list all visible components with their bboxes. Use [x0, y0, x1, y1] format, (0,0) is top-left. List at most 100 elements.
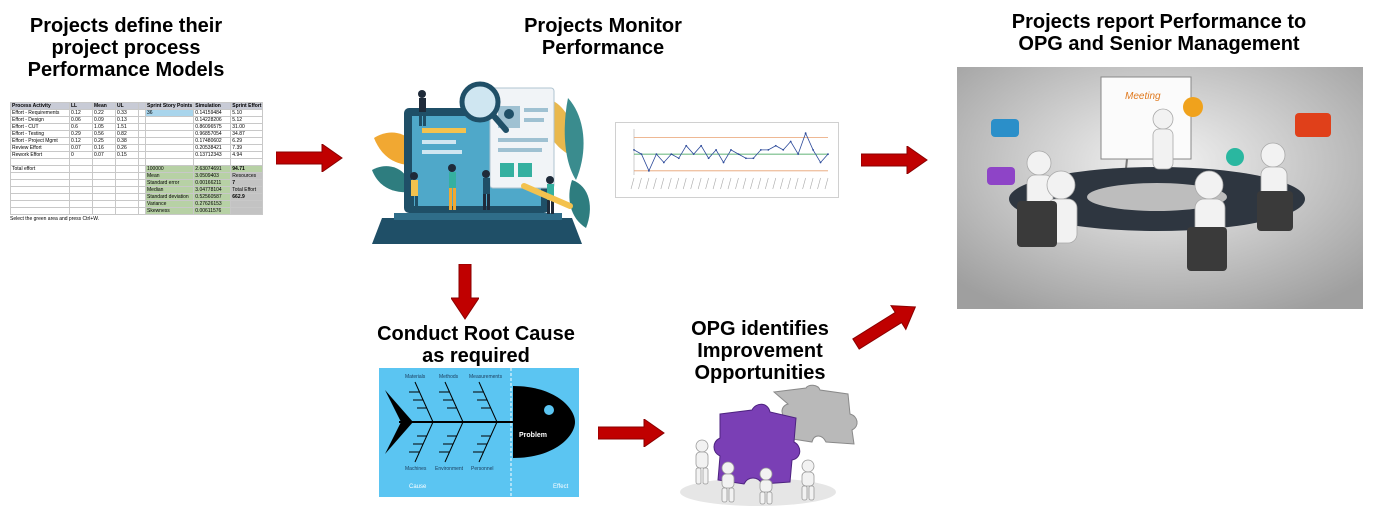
x-tick — [660, 177, 665, 190]
title-line: Improvement — [697, 340, 823, 362]
spreadsheet-cell — [115, 207, 139, 215]
data-point — [789, 140, 792, 143]
spreadsheet-cell: 0.12 — [69, 137, 93, 145]
data-point — [655, 153, 658, 155]
laptop-monitoring-illustration — [372, 81, 590, 244]
spreadsheet-cell — [138, 186, 146, 194]
fish-eye-icon — [544, 405, 554, 415]
data-point — [715, 149, 717, 151]
spreadsheet-cell — [92, 193, 116, 201]
spreadsheet-cell — [138, 193, 146, 201]
x-tick — [802, 177, 806, 190]
x-tick — [653, 177, 657, 190]
data-point — [707, 157, 710, 160]
doc-line — [524, 118, 544, 122]
data-point — [782, 149, 785, 151]
title-line: Projects Monitor — [524, 15, 682, 37]
data-point — [700, 144, 703, 147]
spreadsheet-cell: 100000 — [144, 165, 195, 173]
spreadsheet-cell — [230, 207, 264, 215]
leaf-decoration — [564, 98, 584, 180]
spreadsheet-cell: 3.0509403 — [193, 172, 232, 180]
data-point — [670, 153, 673, 155]
purple-puzzle-piece — [713, 403, 801, 485]
data-point — [692, 153, 695, 155]
spreadsheet-cell — [115, 179, 139, 187]
x-tick — [824, 177, 829, 190]
fishbone-label-materials: Materials — [405, 374, 426, 380]
spreadsheet-cell — [115, 186, 139, 194]
data-point — [774, 144, 777, 147]
spreadsheet-cell: Simulation — [193, 102, 232, 110]
data-point — [737, 153, 740, 155]
data-point — [767, 149, 770, 151]
title-line: OPG and Senior Management — [1018, 33, 1300, 55]
spreadsheet-cell — [138, 116, 146, 124]
spreadsheet-cell: Standard deviation — [144, 193, 195, 201]
spreadsheet-cell — [92, 207, 116, 215]
arrow-right-2 — [861, 146, 928, 174]
fishbone-label-environment: Environment — [435, 466, 464, 472]
x-tick — [690, 177, 694, 190]
spreadsheet-cell — [144, 144, 195, 152]
spreadsheet-cell: Total Effort — [230, 186, 264, 194]
doc-line — [498, 148, 542, 152]
spreadsheet-cell — [69, 200, 93, 208]
spreadsheet-cell — [230, 200, 264, 208]
arrow-down — [451, 264, 479, 320]
spreadsheet-cell — [144, 130, 195, 138]
spreadsheet-cell: 0.07 — [92, 151, 116, 159]
spreadsheet-cell: 1.05 — [92, 123, 116, 131]
control-chart-svg — [630, 129, 829, 190]
spreadsheet-cell — [69, 207, 93, 215]
fishbone-diagram: Materials Methods Measurements Machines … — [379, 368, 579, 497]
data-point — [812, 149, 814, 151]
spreadsheet-cell: 0.6 — [69, 123, 93, 131]
leaf-decoration — [569, 180, 590, 228]
spreadsheet-cell — [69, 193, 93, 201]
spreadsheet-cell — [92, 158, 116, 166]
x-tick — [727, 177, 732, 190]
spreadsheet-cell: 0.09 — [92, 116, 116, 124]
spreadsheet-cell: 94.71 — [230, 165, 264, 173]
spreadsheet-cell — [230, 158, 264, 166]
spreadsheet-cell: Sprint Effort — [230, 102, 264, 110]
spreadsheet-cell: 0.29 — [69, 130, 93, 138]
spreadsheet-note: Select the green area and press Ctrl+W. — [10, 216, 100, 222]
x-tick — [772, 177, 777, 190]
spreadsheet-cell — [10, 193, 70, 201]
spreadsheet-cell — [144, 116, 195, 124]
data-point — [722, 161, 725, 164]
data-point — [677, 157, 680, 160]
spreadsheet-cell: Mean — [92, 102, 116, 110]
spreadsheet-cell — [69, 186, 93, 194]
spreadsheet-cell — [115, 165, 139, 173]
doc-block — [500, 163, 514, 177]
title-line: Opportunities — [694, 362, 826, 384]
data-point — [745, 157, 747, 160]
spreadsheet-cell: LL — [69, 102, 93, 110]
spreadsheet-cell: 0.20538421 — [193, 144, 232, 152]
spreadsheet-cell: 0.96857054 — [193, 130, 232, 138]
chart-icon — [1226, 148, 1244, 166]
spreadsheet-cell: 0.06 — [69, 116, 93, 124]
puzzle-team-illustration — [680, 384, 858, 506]
spreadsheet-cell: Total effort — [10, 165, 70, 173]
spreadsheet-cell: 0 — [69, 151, 93, 159]
x-tick — [787, 177, 791, 190]
spreadsheet-cell: 0.14159484 — [193, 109, 232, 117]
title-line: Performance — [541, 37, 665, 59]
spreadsheet-cell: 3.04778104 — [193, 186, 232, 194]
spreadsheet-cell — [115, 158, 139, 166]
spreadsheet-cell: 7.39 — [230, 144, 264, 152]
lightbulb-icon — [1295, 113, 1331, 137]
x-tick — [765, 177, 769, 190]
meeting-svg: Meeting — [957, 67, 1363, 309]
spreadsheet-cell: 0.14228206 — [193, 116, 232, 124]
spreadsheet-cell: 0.12 — [69, 109, 93, 117]
title-line: Projects report Performance to — [1011, 11, 1307, 33]
